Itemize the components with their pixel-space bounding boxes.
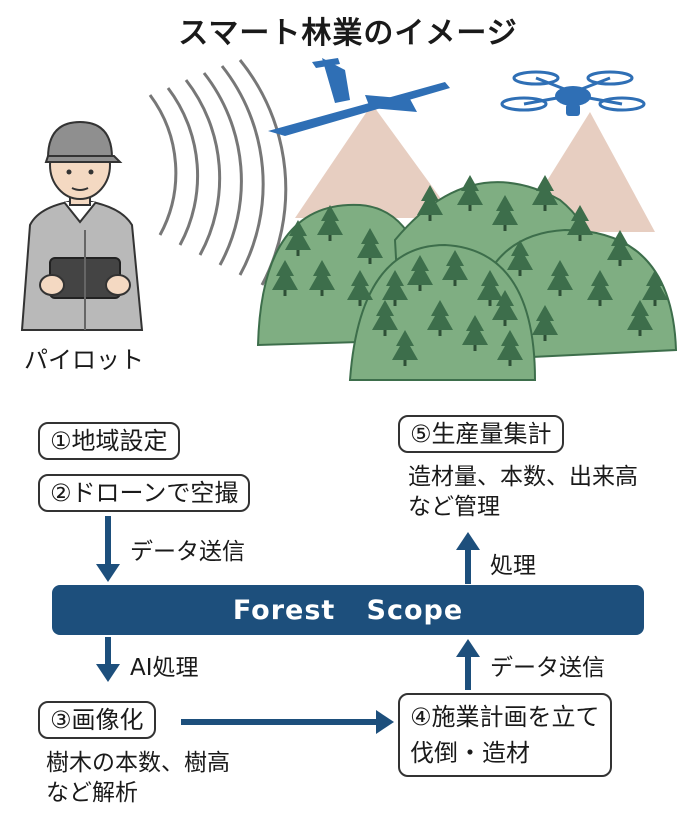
tree-icon <box>392 330 418 360</box>
glider-beam <box>295 104 455 218</box>
tree-icon <box>372 300 398 330</box>
tree-trunk <box>468 205 472 211</box>
tree-icon <box>309 260 335 290</box>
glider-icon <box>268 58 450 136</box>
tree-icon <box>427 300 453 330</box>
tree-trunk <box>296 250 300 256</box>
tree-trunk <box>368 258 372 264</box>
tree-icon <box>347 270 373 300</box>
tree-icon <box>587 270 613 300</box>
tree-icon <box>532 175 558 205</box>
tree-trunk <box>393 300 397 306</box>
pilot-cap <box>46 120 114 159</box>
tree-icon <box>492 195 518 225</box>
tree-icon <box>567 205 593 235</box>
tree-trunk <box>638 330 642 336</box>
tree-trunk <box>320 290 324 296</box>
tree-trunk <box>618 260 622 266</box>
pilot-label: パイロット <box>24 346 144 374</box>
label-data-send-bottom: データ送信 <box>490 655 605 681</box>
tree-icon <box>477 270 503 300</box>
tree-icon <box>492 290 518 320</box>
tree-trunk <box>503 225 507 231</box>
tree-icon <box>607 230 633 260</box>
tree-icon <box>442 250 468 280</box>
tree-icon <box>642 270 668 300</box>
tree-trunk <box>328 235 332 241</box>
tree-trunk <box>508 360 512 366</box>
step-2-box: ②ドローンで空撮 <box>38 474 251 512</box>
page-title: スマート林業のイメージ <box>178 16 518 51</box>
drone-camera <box>566 104 580 116</box>
step-4-line-1: ④施業計画を立て <box>410 703 600 731</box>
step-3-note: 樹木の本数、樹高 など解析 <box>46 748 230 808</box>
pilot-icon <box>20 120 144 331</box>
tree-trunk <box>403 360 407 366</box>
tree-icon <box>417 185 443 215</box>
step-4-box: ④施業計画を立て 伐倒・造材 <box>398 693 612 777</box>
step-3-note-line-1: 樹木の本数、樹高 <box>46 750 230 776</box>
flow-arrows <box>96 516 480 734</box>
step-3-note-line-2: など解析 <box>46 780 138 806</box>
tree-trunk <box>418 285 422 291</box>
label-ai-process: AI処理 <box>130 655 199 681</box>
tree-icon <box>382 270 408 300</box>
tree-icon <box>507 240 533 270</box>
label-process: 処理 <box>490 553 536 579</box>
signal-waves-icon <box>148 59 288 286</box>
tree-icon <box>462 315 488 345</box>
tree-icon <box>272 260 298 290</box>
tree-trunk <box>358 300 362 306</box>
tree-trunk <box>488 300 492 306</box>
tree-group <box>272 175 668 366</box>
step-1-box: ①地域設定 <box>38 422 180 460</box>
tree-icon <box>457 175 483 205</box>
step-5-note-line-1: 造材量、本数、出来高 <box>408 464 638 490</box>
step-5-note-line-2: など管理 <box>408 494 500 520</box>
tree-trunk <box>473 345 477 351</box>
tree-trunk <box>558 290 562 296</box>
tree-trunk <box>598 300 602 306</box>
forest-scope-bar: Forest Scope <box>52 585 644 635</box>
tree-icon <box>532 305 558 335</box>
tree-trunk <box>653 300 657 306</box>
tree-icon <box>547 260 573 290</box>
drone-body <box>555 86 591 106</box>
step-5-note: 造材量、本数、出来高 など管理 <box>408 462 638 522</box>
tree-trunk <box>543 335 547 341</box>
tree-trunk <box>453 280 457 286</box>
tree-trunk <box>518 270 522 276</box>
pilot-cap-brim <box>44 155 123 163</box>
tree-trunk <box>543 205 547 211</box>
tree-trunk <box>438 330 442 336</box>
step-3-box: ③画像化 <box>38 701 156 739</box>
step-4-line-2: 伐倒・造材 <box>410 739 530 767</box>
tree-icon <box>317 205 343 235</box>
tree-trunk <box>428 215 432 221</box>
step-5-box: ⑤生産量集計 <box>398 415 564 453</box>
tree-trunk <box>503 320 507 326</box>
tree-icon <box>497 330 523 360</box>
tree-icon <box>357 228 383 258</box>
tree-trunk <box>283 290 287 296</box>
tree-trunk <box>578 235 582 241</box>
tree-icon <box>627 300 653 330</box>
tree-trunk <box>383 330 387 336</box>
drone-icon <box>500 70 646 112</box>
tree-icon <box>285 220 311 250</box>
tree-icon <box>407 255 433 285</box>
label-data-send-top: データ送信 <box>130 539 245 565</box>
pilot-collar <box>63 201 97 224</box>
